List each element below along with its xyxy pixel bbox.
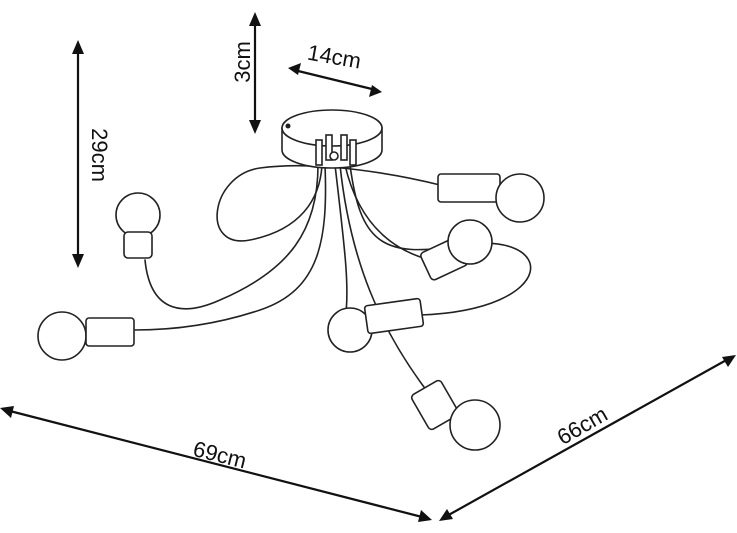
bulb-icon	[37, 311, 87, 361]
bulb-icon	[495, 173, 545, 223]
dimension-arrow-29cm	[72, 40, 84, 268]
label-29cm: 29cm	[87, 128, 112, 182]
label-3cm: 3cm	[230, 41, 255, 83]
bulb-icon	[447, 219, 493, 265]
dimension-arrow-14cm	[288, 63, 382, 97]
label-69cm: 69cm	[191, 436, 249, 473]
bulbs	[37, 173, 545, 451]
dimension-arrow-3cm	[249, 12, 261, 134]
dimension-arrow-66cm	[439, 355, 736, 521]
label-14cm: 14cm	[306, 40, 363, 74]
bulb-icon	[449, 399, 501, 451]
canopy	[281, 109, 383, 169]
label-66cm: 66cm	[553, 401, 612, 450]
bulb-icon	[115, 192, 161, 238]
dimension-arrow-69cm	[0, 406, 432, 522]
